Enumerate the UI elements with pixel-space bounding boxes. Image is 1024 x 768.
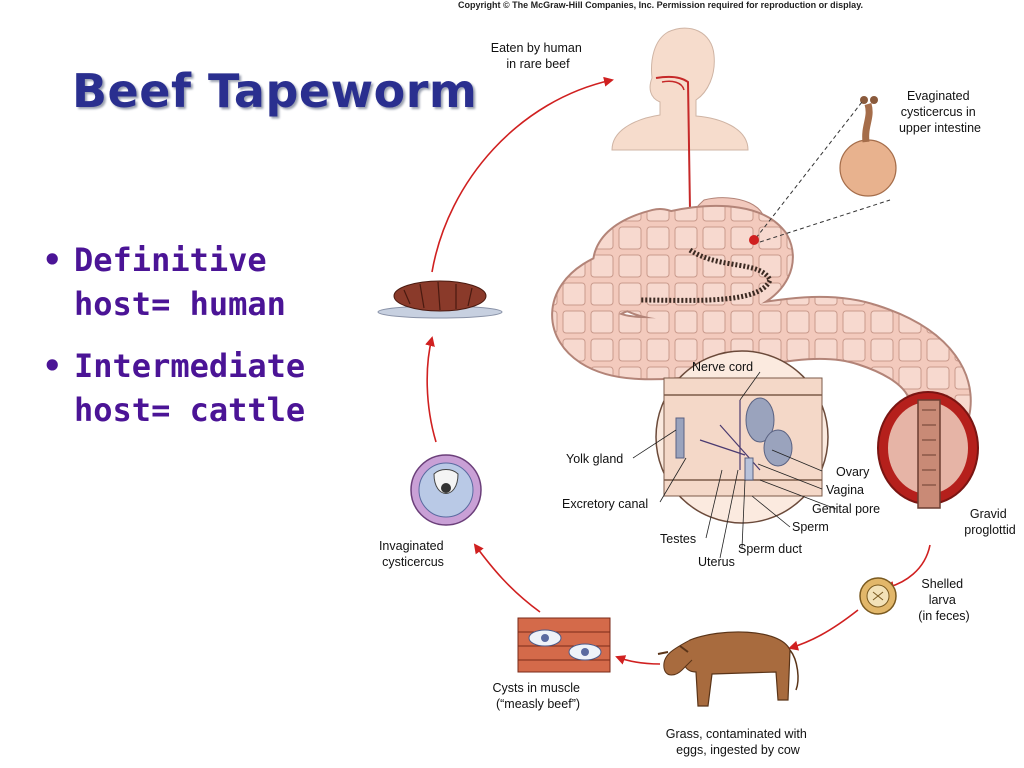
label-line: Shelled — [921, 577, 963, 591]
label-shelled-larva: Shelled larva (in feces) — [918, 577, 969, 623]
label-line: Gravid — [970, 507, 1007, 521]
label-line: (“measly beef”) — [496, 697, 580, 711]
label-excretory-canal: Excretory canal — [562, 497, 648, 511]
label-uterus: Uterus — [698, 555, 735, 569]
label-line: eggs, ingested by cow — [676, 743, 801, 757]
label-line: in rare beef — [506, 57, 570, 71]
label-line: Invaginated — [379, 539, 444, 553]
evaginated-cysticercus — [749, 96, 897, 245]
label-evaginated-cysticercus: Evaginated cysticercus in upper intestin… — [899, 89, 981, 135]
label-line: cysticercus — [382, 555, 444, 569]
label-invaginated-cysticercus: Invaginated cysticercus — [379, 539, 447, 569]
label-line: Evaginated — [907, 89, 970, 103]
bullet-definitive-host: • Definitive host= human — [36, 238, 366, 326]
label-line: Grass, contaminated with — [666, 727, 807, 741]
page-title: Beef Tapeworm — [72, 64, 478, 118]
bullet-line: Intermediate — [74, 347, 306, 385]
bullet-dot-icon: • — [42, 347, 63, 385]
label-line: (in feces) — [918, 609, 969, 623]
arrow-to-human — [431, 76, 614, 273]
arrow-to-cysticercus — [473, 543, 541, 613]
label-line: cysticercus in — [901, 105, 976, 119]
shelled-larva — [859, 577, 897, 615]
label-leader-lines — [632, 371, 837, 559]
label-ovary: Ovary — [836, 465, 870, 479]
label-nerve-cord: Nerve cord — [692, 360, 753, 374]
label-line: larva — [929, 593, 956, 607]
bullet-line: host= human — [74, 285, 286, 323]
invaginated-cysticercus — [410, 454, 482, 526]
cow — [657, 631, 799, 707]
muscle-cysts — [517, 617, 611, 673]
label-line: upper intestine — [899, 121, 981, 135]
label-vagina: Vagina — [826, 483, 864, 497]
arrow-to-muscle — [615, 655, 661, 665]
proglottid-magnified — [655, 350, 829, 524]
beef-roast — [377, 280, 503, 319]
arrow-to-beef — [425, 336, 437, 443]
intestine — [551, 204, 979, 509]
bullet-intermediate-host: • Intermediate host= cattle — [36, 344, 366, 432]
copyright-notice: Copyright © The McGraw-Hill Companies, I… — [458, 0, 864, 10]
label-genital-pore: Genital pore — [812, 502, 880, 516]
human-silhouette — [611, 27, 749, 228]
label-line: proglottid — [964, 523, 1015, 537]
bullet-line: Definitive — [74, 241, 267, 279]
bullet-line: host= cattle — [74, 391, 306, 429]
label-sperm: Sperm — [792, 520, 829, 534]
label-gravid-proglottid: Gravid proglottid — [964, 507, 1015, 537]
label-testes: Testes — [660, 532, 696, 546]
label-line: Cysts in muscle — [492, 681, 580, 695]
bullet-dot-icon: • — [42, 241, 63, 279]
label-eaten-by-human: Eaten by human in rare beef — [491, 41, 586, 71]
label-grass: Grass, contaminated with eggs, ingested … — [666, 727, 811, 757]
bullet-list: • Definitive host= human • Intermediate … — [36, 238, 366, 450]
label-cysts-in-muscle: Cysts in muscle (“measly beef”) — [492, 681, 583, 711]
arrow-to-cow — [788, 609, 859, 651]
label-line: Eaten by human — [491, 41, 582, 55]
label-yolk-gland: Yolk gland — [566, 452, 623, 466]
label-sperm-duct: Sperm duct — [738, 542, 802, 556]
